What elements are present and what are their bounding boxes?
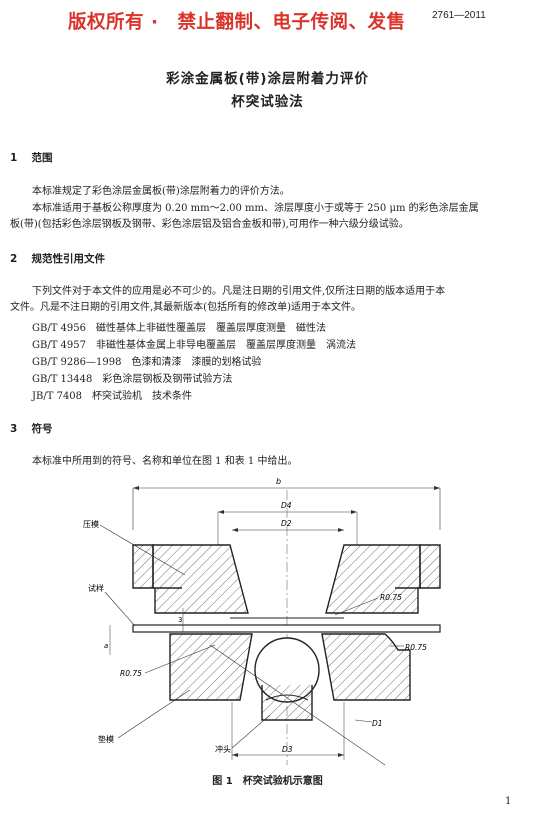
label-d3: D3 (282, 745, 293, 754)
document-title-line1: 彩涂金属板(带)涂层附着力评价 (166, 71, 369, 87)
page-number: 1 (505, 796, 512, 807)
section-1-heading: 1 范围 (10, 150, 52, 165)
punch-rod (261, 685, 313, 721)
reference-item: GB/T 13448 彩色涂层钢板及钢带试验方法 (32, 374, 233, 385)
press-die-left (152, 544, 249, 614)
section-1-title: 范围 (31, 152, 53, 164)
label-a: a (104, 642, 108, 650)
document-title-line2: 杯突试验法 (231, 94, 304, 110)
s2-paragraph-1a: 下列文件对于本文件的应用是必不可少的。凡是注日期的引用文件,仅所注日期的版本适用… (32, 286, 446, 297)
s1-paragraph-1: 本标准规定了彩色涂层金属板(带)涂层附着力的评价方法。 (32, 186, 290, 197)
s3-paragraph-1: 本标准中所用到的符号、名称和单位在图 1 和表 1 中给出。 (32, 456, 298, 467)
section-2-title: 规范性引用文件 (31, 253, 105, 265)
reference-item: GB/T 9286—1998 色漆和清漆 漆膜的划格试验 (32, 357, 262, 368)
label-punch: 冲头 (215, 744, 231, 754)
label-lower-die: 垫模 (98, 734, 114, 744)
section-2-number: 2 (10, 253, 18, 265)
section-3-title: 符号 (31, 423, 53, 435)
section-3-heading: 3 符号 (10, 421, 52, 436)
label-d4: D4 (281, 501, 292, 510)
press-die-right (325, 544, 421, 614)
s2-paragraph-1b: 文件。凡是不注日期的引用文件,其最新版本(包括所有的修改单)适用于本文件。 (10, 302, 361, 313)
label-r075-left: R0.75 (120, 669, 142, 678)
lower-die-left (169, 633, 253, 701)
section-1-number: 1 (10, 152, 18, 164)
section-2-heading: 2 规范性引用文件 (10, 251, 105, 266)
reference-item: GB/T 4957 非磁性基体金属上非导电覆盖层 覆盖层厚度测量 涡流法 (32, 340, 357, 351)
label-d1: D1 (372, 719, 383, 728)
section-3-number: 3 (10, 423, 18, 435)
label-r075-upper: R0.75 (380, 593, 402, 602)
s1-paragraph-2a: 本标准适用于基板公称厚度为 0.20 mm～2.00 mm、涂层厚度小于或等于 … (32, 203, 479, 214)
label-b: b (276, 477, 281, 486)
lower-die-right (321, 633, 411, 701)
label-press-die: 压模 (83, 519, 99, 529)
label-specimen: 试样 (88, 583, 104, 593)
s1-paragraph-2b: 板(带)(包括彩色涂层钢板及钢带、彩色涂层铝及铝合金板和带),可用作一种六级分级… (10, 219, 409, 230)
reference-item: GB/T 4956 磁性基体上非磁性覆盖层 覆盖层厚度测量 磁性法 (32, 323, 327, 334)
specimen-sheet (132, 624, 441, 633)
reference-item: JB/T 7408 杯突试验机 技术条件 (32, 391, 193, 402)
watermark: 版权所有 · 禁止翻制、电子传阅、发售 (68, 12, 406, 33)
label-d2: D2 (281, 519, 292, 528)
label-r075-right: R0.75 (405, 643, 427, 652)
standard-number: 2761—2011 (432, 10, 486, 21)
cup-test-machine-diagram: b D4 D2 D1 D3 压模 试样 垫模 冲头 (83, 477, 441, 766)
figure-caption: 图 1 杯突试验机示意图 (212, 776, 323, 787)
label-3: 3 (178, 616, 182, 624)
